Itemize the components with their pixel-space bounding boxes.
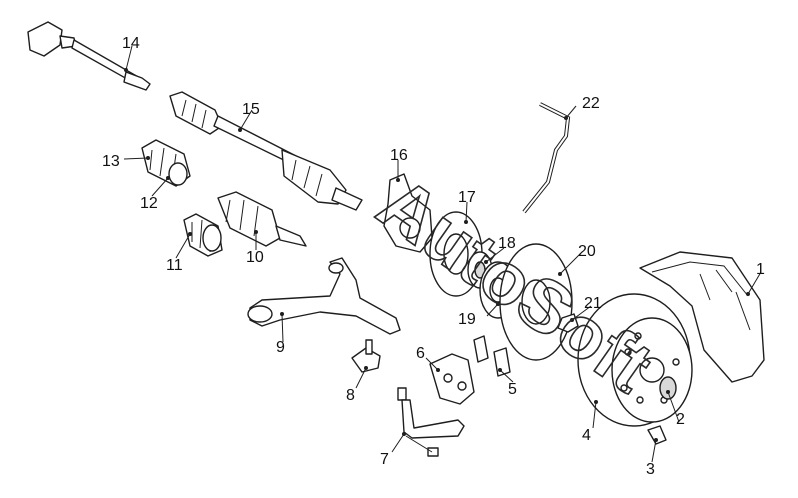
callout-6: 6 bbox=[416, 345, 425, 362]
callout-12: 12 bbox=[140, 195, 158, 212]
part-5-brake-pads bbox=[473, 335, 511, 377]
part-11-boot bbox=[183, 213, 223, 257]
callout-4: 4 bbox=[582, 427, 591, 444]
part-3-wheel-bolt bbox=[647, 425, 667, 445]
callout-19: 19 bbox=[458, 311, 476, 328]
callout-13: 13 bbox=[102, 153, 120, 170]
callout-14: 14 bbox=[122, 35, 140, 52]
watermark-text: AutoSoft bbox=[364, 161, 667, 408]
part-12-13-boot bbox=[141, 139, 191, 187]
callout-15: 15 bbox=[242, 101, 260, 118]
callout-22: 22 bbox=[582, 95, 600, 112]
part-14-inner-shaft bbox=[27, 21, 151, 91]
callout-1: 1 bbox=[756, 261, 765, 278]
callout-7: 7 bbox=[380, 451, 389, 468]
callout-11: 11 bbox=[166, 257, 183, 274]
part-2-hub-cap bbox=[659, 376, 677, 400]
part-22-sensor-wire bbox=[522, 102, 571, 214]
callout-8: 8 bbox=[346, 387, 355, 404]
part-9-control-arm bbox=[247, 257, 401, 335]
callout-10: 10 bbox=[246, 249, 264, 266]
callout-5: 5 bbox=[508, 381, 517, 398]
part-20-brake-disc bbox=[499, 243, 573, 361]
callout-leaders bbox=[123, 45, 762, 463]
callout-20: 20 bbox=[578, 243, 596, 260]
part-16-knuckle bbox=[383, 173, 433, 253]
callout-17: 17 bbox=[458, 189, 476, 206]
callout-16: 16 bbox=[390, 147, 408, 164]
part-6-caliper bbox=[429, 353, 475, 405]
callout-18: 18 bbox=[498, 235, 516, 252]
part-15-drive-shaft bbox=[169, 91, 363, 211]
callout-2: 2 bbox=[676, 411, 685, 428]
part-8-ball-joint bbox=[351, 339, 381, 373]
callout-9: 9 bbox=[276, 339, 285, 356]
part-1-tyre bbox=[639, 251, 765, 383]
part-7-brake-hose bbox=[397, 387, 465, 457]
callout-3: 3 bbox=[646, 461, 655, 478]
callout-21: 21 bbox=[584, 295, 602, 312]
part-10-boot bbox=[217, 191, 307, 247]
